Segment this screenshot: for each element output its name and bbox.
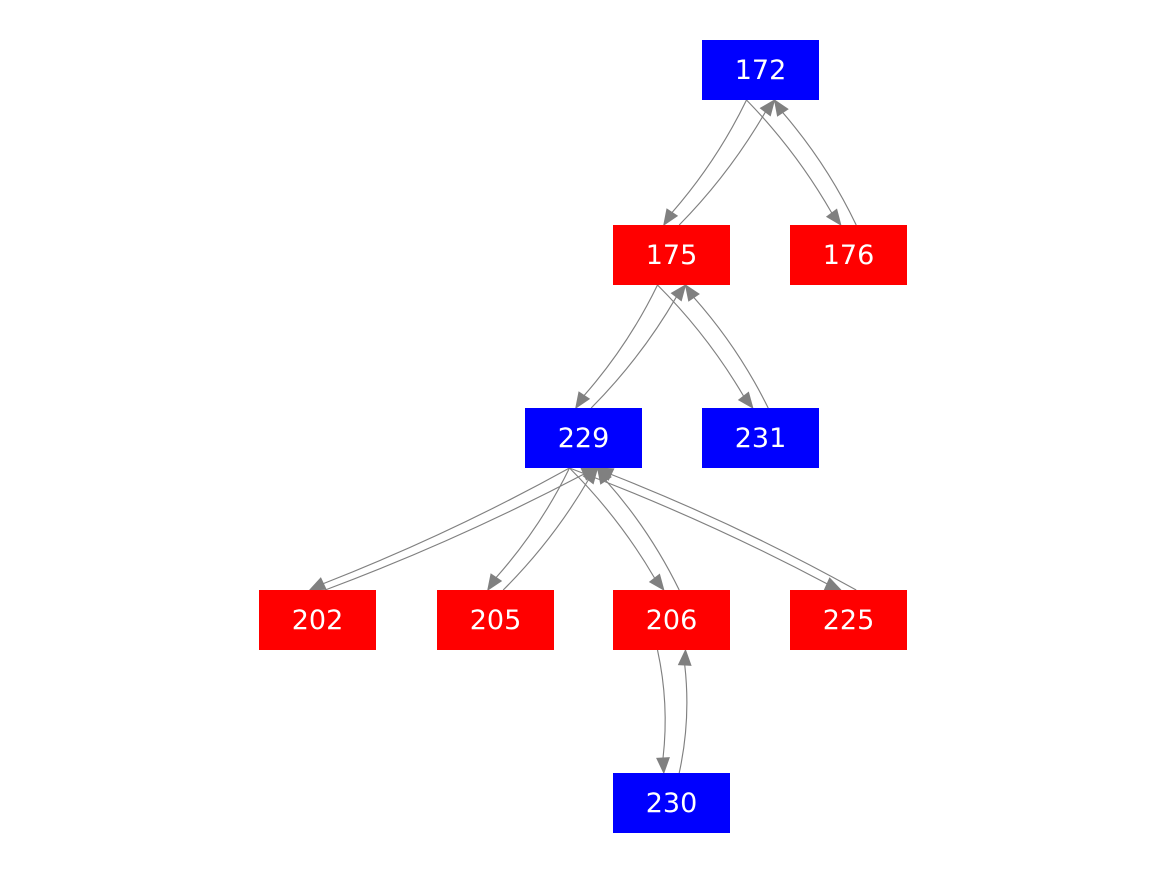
graph-node-205[interactable]: 205 [437,590,554,650]
edge-arrowhead-229-to-175 [670,283,687,302]
graph-node-label: 230 [645,787,698,819]
edge-arrowhead-172-to-175 [663,208,679,227]
graph-edge-205-to-229 [502,479,589,591]
graph-edge-230-to-206 [678,664,688,774]
edge-arrowhead-229-to-202 [308,577,327,591]
graph-node-206[interactable]: 206 [613,590,730,650]
edge-arrowhead-176-to-172 [773,98,789,117]
graph-node-label: 225 [822,604,875,636]
edge-arrowhead-206-to-229 [596,466,612,485]
graph-node-202[interactable]: 202 [259,590,376,650]
graph-edge-229-to-202 [323,467,570,585]
edge-arrowhead-231-to-175 [684,283,700,302]
edge-arrowhead-206-to-230 [656,757,670,775]
graph-edge-175-to-172 [678,111,766,226]
graph-node-label: 172 [734,54,787,86]
graph-edge-172-to-175 [671,99,748,213]
edge-arrowhead-202-to-229 [580,467,599,481]
graph-edge-175-to-231 [657,284,745,397]
graph-edge-175-to-229 [583,284,659,396]
graph-node-225[interactable]: 225 [790,590,907,650]
graph-node-175[interactable]: 175 [613,225,730,285]
graph-node-231[interactable]: 231 [702,408,819,468]
edge-arrowhead-230-to-206 [677,648,692,666]
edge-arrowhead-205-to-229 [582,466,599,485]
graph-node-label: 202 [291,604,344,636]
graph-node-label: 205 [469,604,522,636]
graph-edge-202-to-229 [324,473,585,591]
graph-node-label: 229 [557,422,610,454]
edge-arrowhead-175-to-229 [575,391,591,410]
graph-edge-229-to-206 [569,467,656,579]
graph-edge-206-to-229 [605,480,680,591]
graph-node-label: 176 [822,239,875,271]
graph-node-229[interactable]: 229 [525,408,642,468]
graph-node-172[interactable]: 172 [702,40,819,100]
graph-edge-206-to-230 [656,649,666,759]
graph-node-176[interactable]: 176 [790,225,907,285]
graph-edge-225-to-229 [610,473,857,591]
graph-edge-229-to-175 [590,296,677,409]
graph-edge-229-to-225 [569,467,828,585]
graph-edge-176-to-172 [782,112,857,226]
edge-arrowhead-175-to-172 [759,98,776,117]
graph-edge-231-to-175 [693,297,769,409]
edge-arrowhead-229-to-206 [648,573,665,592]
graph-edge-229-to-205 [495,467,571,578]
edge-arrowhead-229-to-205 [487,573,503,592]
graph-node-label: 231 [734,422,787,454]
edge-arrowhead-175-to-231 [737,391,754,410]
graph-node-label: 175 [645,239,698,271]
edge-arrowhead-172-to-176 [825,208,842,227]
edge-arrowhead-225-to-229 [596,467,615,481]
graph-edge-172-to-176 [746,99,833,214]
edge-arrowhead-229-to-225 [823,577,842,591]
graph-node-label: 206 [645,604,698,636]
graph-node-230[interactable]: 230 [613,773,730,833]
